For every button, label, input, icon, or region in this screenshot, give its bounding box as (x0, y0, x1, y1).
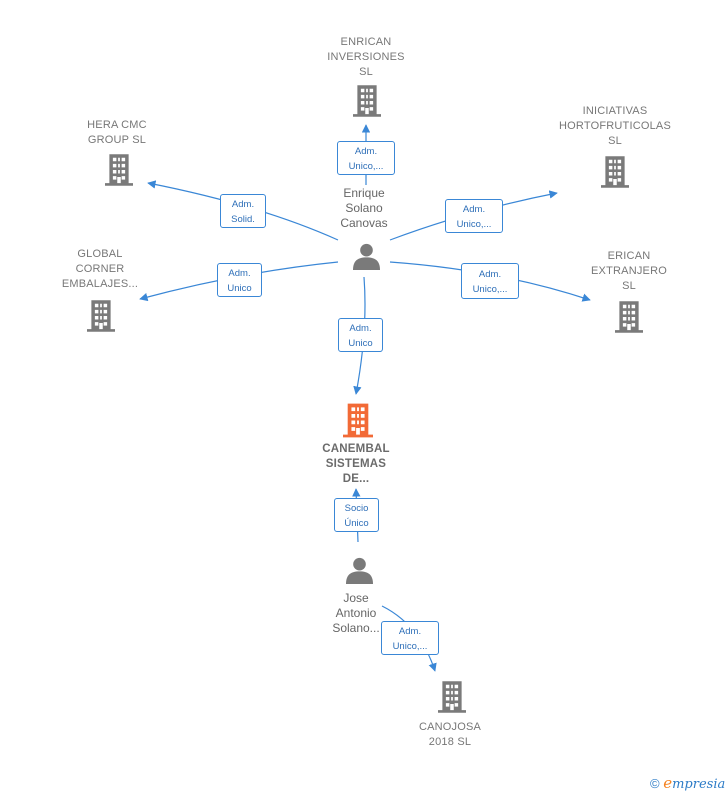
edge-label-socio[interactable]: Socio Único (334, 498, 379, 532)
brand-e: e (663, 774, 673, 792)
person-icon-jose[interactable] (346, 557, 373, 584)
building-icon-iniciativas[interactable] (601, 156, 629, 188)
edge-label-global[interactable]: Adm. Unico (217, 263, 262, 297)
building-icon-canembal[interactable] (343, 403, 373, 438)
building-icon-hera[interactable] (105, 154, 133, 186)
company-label-hera[interactable]: HERA CMC GROUP SL (87, 119, 147, 146)
edge-label-enrican[interactable]: Adm. Unico,... (337, 141, 395, 175)
edge-label-canojosa[interactable]: Adm. Unico,... (381, 621, 439, 655)
brand-name: mpresia (672, 777, 726, 792)
company-label-erican[interactable]: ERICAN EXTRANJERO SL (591, 250, 667, 292)
company-label-canojosa[interactable]: CANOJOSA 2018 SL (418, 721, 482, 748)
company-label-iniciativas[interactable]: INICIATIVAS HORTOFRUTICOLAS SL (559, 105, 671, 147)
person-label-jose[interactable]: Jose Antonio Solano... (332, 591, 380, 635)
person-icon-enrique[interactable] (353, 243, 380, 270)
person-label-enrique[interactable]: Enrique Solano Canovas (340, 186, 388, 230)
copyright-icon: © (650, 776, 660, 791)
edge-label-canembal[interactable]: Adm. Unico (338, 318, 383, 352)
building-icon-erican[interactable] (615, 301, 643, 333)
edge-label-iniciativas[interactable]: Adm. Unico,... (445, 199, 503, 233)
building-icon-canojosa[interactable] (438, 681, 466, 713)
edge-label-hera[interactable]: Adm. Solid. (220, 194, 266, 228)
company-label-canembal[interactable]: CANEMBAL SISTEMAS DE... (322, 443, 390, 485)
building-icon-enrican[interactable] (353, 85, 381, 117)
company-label-enrican[interactable]: ENRICAN INVERSIONES SL (327, 36, 405, 78)
brand-logo[interactable]: © empresia (650, 774, 725, 792)
edge-label-erican[interactable]: Adm. Unico,... (461, 263, 519, 299)
company-label-global[interactable]: GLOBAL CORNER EMBALAJES... (61, 248, 139, 290)
building-icon-global[interactable] (87, 300, 115, 332)
